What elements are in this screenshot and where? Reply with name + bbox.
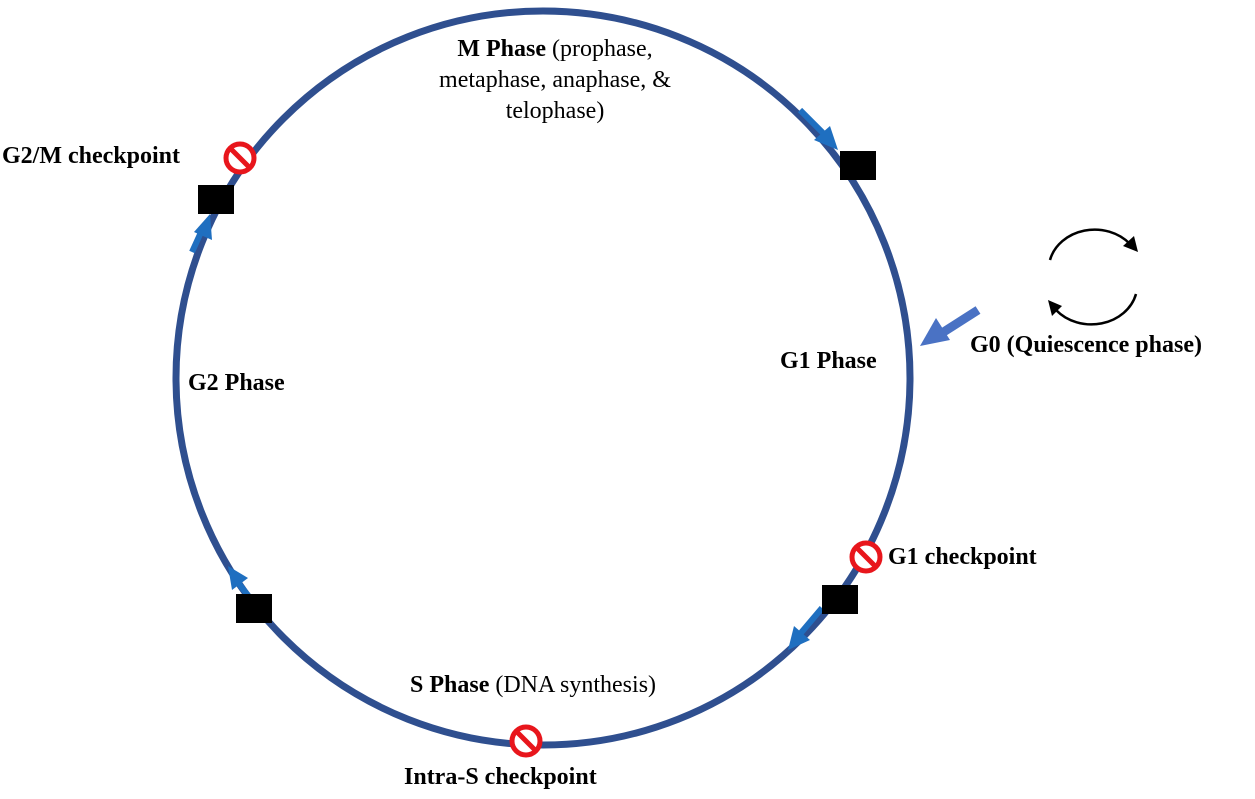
s-phase-detail: (DNA synthesis) [495, 672, 657, 698]
m-phase-detail-line1: (prophase, [552, 36, 653, 62]
intra-s-checkpoint-label: Intra-S checkpoint [404, 764, 597, 790]
m-phase-detail-line3: telophase) [505, 98, 605, 124]
g2m-checkpoint-label: G2/M checkpoint [2, 143, 180, 169]
phase-boundary-marker [840, 151, 876, 180]
direction-arrow-g1-to-s [788, 606, 825, 650]
phase-boundary-marker [822, 585, 858, 614]
direction-arrow-g2-to-m [189, 214, 212, 254]
g0-entry-arrow [920, 306, 981, 346]
g0-phase-label: G0 (Quiescence phase) [970, 332, 1202, 358]
g1-phase-label: G1 Phase [780, 348, 877, 374]
m-phase-detail-line2: metaphase, anaphase, & [439, 67, 671, 93]
g1-checkpoint-label: G1 checkpoint [888, 544, 1037, 570]
cell-cycle-ring [172, 7, 914, 749]
phase-boundary-marker [236, 594, 272, 623]
s-phase-name: S Phase [410, 672, 490, 698]
m-phase-name: M Phase [457, 36, 546, 62]
checkpoint-stop-icon [509, 724, 543, 758]
checkpoint-stop-icon [849, 540, 883, 574]
direction-arrow-m-to-g1 [797, 107, 838, 150]
g0-cycle-arrows-icon [1048, 228, 1138, 326]
direction-arrow-s-to-g2 [228, 566, 253, 600]
m-phase-label: M Phase (prophase, metaphase, anaphase, … [400, 34, 710, 127]
s-phase-label: S Phase (DNA synthesis) [410, 670, 656, 701]
phase-boundary-marker [198, 185, 234, 214]
g2-phase-label: G2 Phase [188, 370, 285, 396]
checkpoint-stop-icon [223, 141, 257, 175]
